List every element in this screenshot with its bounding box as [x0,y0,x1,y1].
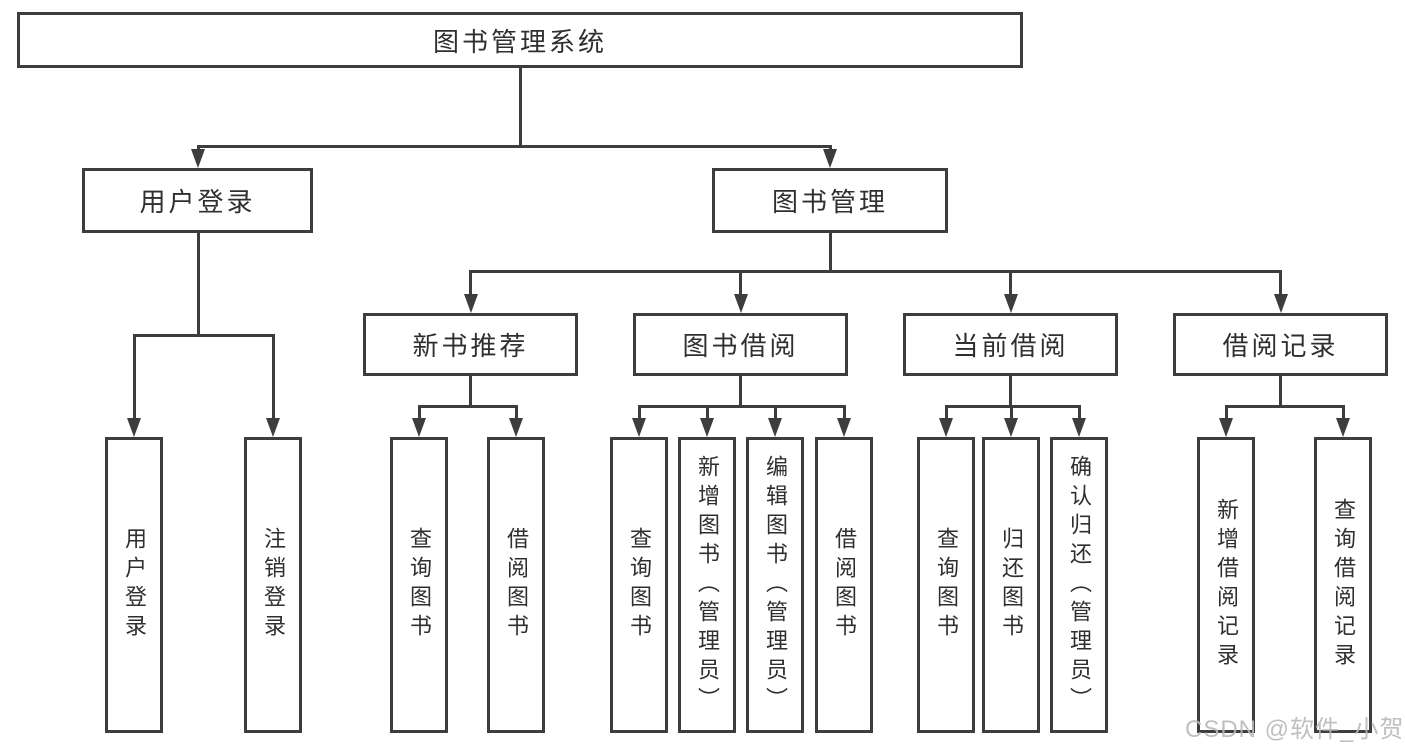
node-label: 用户登录 [122,527,147,643]
node-user-login-group: 用户登录 [82,168,313,233]
node-label: 查询借阅记录 [1331,498,1356,672]
connector-arrowhead [939,418,953,437]
connector-vline [469,376,472,406]
connector-arrowhead [191,149,205,168]
node-label: 借阅图书 [504,527,529,643]
node-label: 编辑图书（管理员） [763,454,788,716]
connector-arrowhead [266,418,280,437]
connector-arrowhead [509,418,523,437]
connector-arrow-stem [1279,271,1282,295]
leaf-confirm-return-admin: 确认归还（管理员） [1050,437,1108,733]
node-label: 当前借阅 [952,331,1069,361]
node-label: 归还图书 [999,527,1024,643]
connector-hline [637,404,846,408]
connector-arrow-stem [132,335,136,419]
connector-arrowhead [1219,418,1233,437]
node-label: 借阅图书 [832,527,857,643]
connector-arrow-stem [1009,271,1012,295]
leaf-add-book-admin: 新增图书（管理员） [678,437,736,733]
leaf-user-login: 用户登录 [105,437,163,733]
connector-arrow-stem [773,406,777,419]
connector-vline [739,376,742,406]
connector-arrow-stem [514,406,518,419]
connector-arrow-stem [196,146,200,150]
connector-arrow-stem [842,406,846,419]
node-label: 注销登录 [261,527,286,643]
connector-arrowhead [1336,418,1350,437]
connector-vline [518,68,522,146]
leaf-return-book: 归还图书 [982,437,1040,733]
connector-arrow-stem [637,406,641,419]
connector-arrowhead [1273,294,1288,313]
node-label: 新增图书（管理员） [695,454,720,716]
connector-arrowhead [632,418,646,437]
connector-arrowhead [823,149,837,168]
node-label: 图书管理系统 [432,26,607,57]
leaf-borrow-books-borrowing: 借阅图书 [815,437,873,733]
connector-arrow-stem [469,271,472,295]
leaf-query-books-recommend: 查询图书 [390,437,448,733]
connector-arrowhead [1072,418,1086,437]
watermark: CSDN @软件_小贺同学 [1185,716,1405,743]
node-label: 用户登录 [139,187,256,217]
connector-hline [469,269,1282,273]
connector-hline [417,404,518,408]
leaf-logout: 注销登录 [244,437,302,733]
leaf-edit-book-admin: 编辑图书（管理员） [746,437,804,733]
connector-arrow-stem [739,271,742,295]
node-label: 借阅记录 [1222,331,1339,361]
connector-arrow-stem [944,406,948,419]
node-label: 图书管理 [771,187,888,217]
leaf-add-borrow-record: 新增借阅记录 [1197,437,1255,733]
connector-arrow-stem [271,335,275,419]
node-borrowing-records: 借阅记录 [1173,313,1388,376]
node-label: 新书推荐 [412,331,529,361]
connector-arrowhead [127,418,141,437]
connector-arrowhead [1003,294,1018,313]
node-label: 查询图书 [627,527,652,643]
connector-arrow-stem [417,406,421,419]
connector-arrow-stem [828,146,832,150]
connector-arrowhead [1004,418,1018,437]
leaf-query-books-borrowing: 查询图书 [610,437,668,733]
connector-vline [828,233,832,271]
node-current-borrowing: 当前借阅 [903,313,1118,376]
connector-arrow-stem [1341,406,1345,419]
connector-hline [1224,404,1345,408]
node-label: 查询图书 [934,527,959,643]
connector-vline [1009,376,1012,406]
connector-arrow-stem [1077,406,1081,419]
connector-arrow-stem [1009,406,1013,419]
connector-arrow-stem [705,406,709,419]
connector-hline [196,144,832,148]
leaf-borrow-books-recommend: 借阅图书 [487,437,545,733]
connector-arrowhead [700,418,714,437]
node-label: 确认归还（管理员） [1067,454,1092,716]
connector-arrowhead [837,418,851,437]
leaf-query-borrow-record: 查询借阅记录 [1314,437,1372,733]
connector-arrowhead [412,418,426,437]
node-label: 查询图书 [407,527,432,643]
node-label: 图书借阅 [682,331,799,361]
connector-vline [1279,376,1282,406]
connector-hline [132,333,275,337]
connector-hline [944,404,1081,408]
node-label: 新增借阅记录 [1214,498,1239,672]
connector-vline [196,233,200,335]
node-book-borrowing: 图书借阅 [633,313,848,376]
connector-arrowhead [733,294,748,313]
node-book-management: 图书管理 [712,168,948,233]
connector-arrow-stem [1224,406,1228,419]
leaf-query-books-current: 查询图书 [917,437,975,733]
node-new-book-recommendation: 新书推荐 [363,313,578,376]
connector-arrowhead [768,418,782,437]
connector-arrowhead [463,294,478,313]
node-library-management-system: 图书管理系统 [17,12,1023,68]
